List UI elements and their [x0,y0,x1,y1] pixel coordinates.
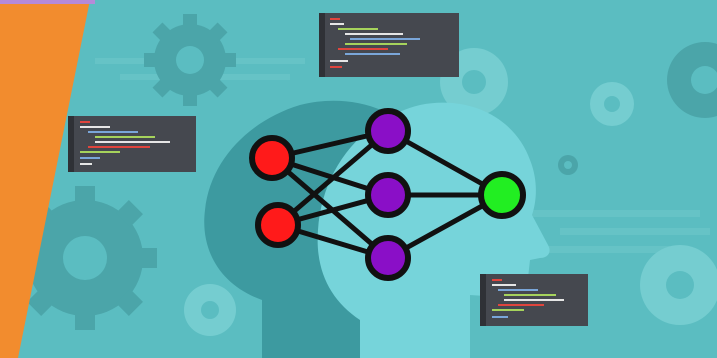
neural-network-icon [249,108,526,281]
gear-icon [667,42,717,118]
input-node [255,202,301,248]
code-window-icon [68,116,196,172]
code-window-icon [319,13,459,77]
orange-accent-shape [0,0,90,358]
gear-icon [590,82,634,126]
code-window-icon [480,274,588,326]
gear-icon [144,14,236,106]
gear-icon [13,186,157,330]
gear-icon [640,245,717,325]
hidden-node [365,108,411,154]
output-node [478,171,526,219]
gear-icon [184,284,236,336]
input-node [249,135,295,181]
hidden-node [365,172,411,218]
purple-corner-strip [0,0,95,4]
hidden-node [365,235,411,281]
gear-icon [558,155,578,175]
